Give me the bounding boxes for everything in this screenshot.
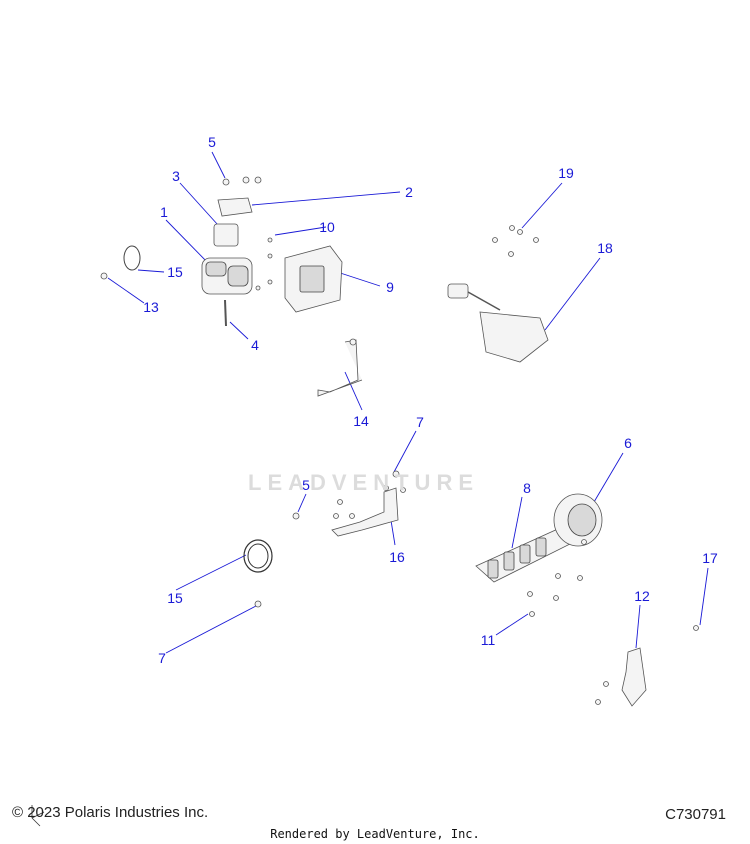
cable-tie: [100, 245, 141, 280]
callout-15a[interactable]: 15: [167, 264, 183, 280]
callout-15b[interactable]: 15: [167, 590, 183, 606]
watermark: LEADVENTURE: [248, 470, 480, 495]
callout-10[interactable]: 10: [319, 219, 335, 235]
callout-6[interactable]: 6: [624, 435, 632, 451]
o-ring-15: [243, 539, 273, 608]
callout-8[interactable]: 8: [523, 480, 531, 496]
bracket-12: [595, 625, 699, 707]
diagram-code: C730791: [665, 806, 726, 823]
callout-12[interactable]: 12: [634, 588, 650, 604]
cooling-fan-relay-assembly: [201, 176, 262, 327]
callout-17[interactable]: 17: [702, 550, 718, 566]
callout-13[interactable]: 13: [143, 299, 159, 315]
callout-7b[interactable]: 7: [158, 650, 166, 666]
callout-19[interactable]: 19: [558, 165, 574, 181]
callout-5a[interactable]: 5: [208, 134, 216, 150]
callout-1[interactable]: 1: [160, 204, 168, 220]
copyright-text: © 2023 Polaris Industries Inc.: [12, 804, 209, 821]
callout-2[interactable]: 2: [405, 184, 413, 200]
axis-triad-icon: [31, 805, 45, 827]
callout-18[interactable]: 18: [597, 240, 613, 256]
ecu-module: [255, 237, 343, 313]
callout-11[interactable]: 11: [480, 632, 496, 648]
wiring-module-18: [447, 225, 549, 363]
callout-16[interactable]: 16: [389, 549, 405, 565]
callout-9[interactable]: 9: [386, 279, 394, 295]
rendered-by-text: Rendered by LeadVenture, Inc.: [270, 827, 480, 841]
callout-7a[interactable]: 7: [416, 414, 424, 430]
callout-3[interactable]: 3: [172, 168, 180, 184]
callout-14[interactable]: 14: [353, 413, 369, 429]
callout-4[interactable]: 4: [251, 337, 259, 353]
bracket-16: [292, 470, 406, 537]
fuel-rail-injectors: [475, 493, 603, 617]
leader-lines: [107, 151, 709, 654]
mounting-bracket-14: [317, 338, 363, 397]
callout-5b[interactable]: 5: [302, 477, 310, 493]
